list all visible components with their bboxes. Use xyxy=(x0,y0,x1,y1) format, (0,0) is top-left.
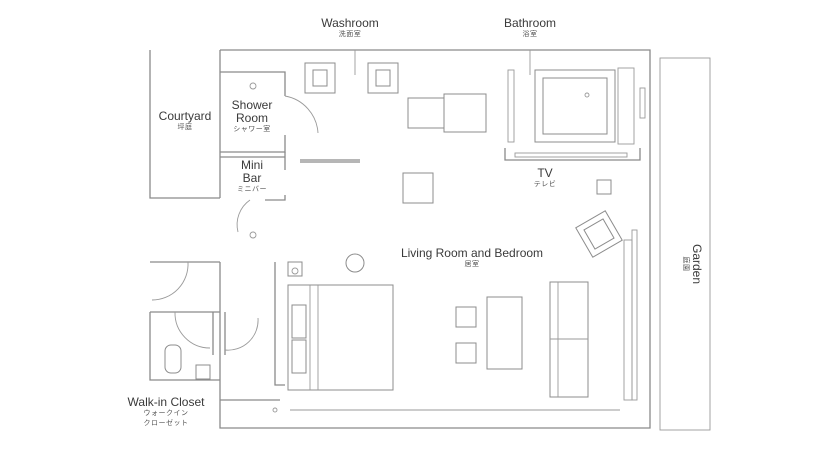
garden-area xyxy=(659,57,711,431)
washroom-bench xyxy=(407,93,487,133)
walk-in-closet-label-jp2: クローゼット xyxy=(143,420,189,427)
garden-label-en: Garden xyxy=(690,243,704,285)
mini-bar-label-jp: ミニバー xyxy=(237,186,267,193)
tv-label-en: TV xyxy=(537,166,553,180)
mini-bar-fixture xyxy=(249,231,257,239)
garden-label-jp: 庭園 xyxy=(682,256,689,272)
outer-walls xyxy=(149,49,651,429)
mini-bar-label-en2: Bar xyxy=(242,171,262,185)
partitions xyxy=(150,71,641,411)
washroom-label-en: Washroom xyxy=(321,16,379,30)
walk-in-closet-label: Walk-in Closet ウォークイン クローゼット xyxy=(118,396,214,429)
walk-in-closet-label-en: Walk-in Closet xyxy=(127,395,205,409)
garden-label: Garden 庭園 xyxy=(679,229,704,299)
mini-bar-label-en1: Mini xyxy=(240,158,263,172)
shower-room-label-en1: Shower xyxy=(231,98,273,112)
living-bedroom-label-en: Living Room and Bedroom xyxy=(400,246,544,260)
washroom-label-jp: 洗面室 xyxy=(338,31,362,38)
garden-window xyxy=(623,229,638,401)
courtyard-label: Courtyard 坪庭 xyxy=(146,110,224,133)
tv-label: TV テレビ xyxy=(525,167,565,190)
armchair xyxy=(575,210,623,258)
shower-room-label-jp: シャワー室 xyxy=(233,126,271,133)
living-bedroom-label-jp: 居室 xyxy=(464,261,480,268)
bathtub xyxy=(507,50,646,145)
bathroom-label: Bathroom 浴室 xyxy=(480,17,580,40)
sofa xyxy=(549,281,589,398)
coffee-table-set xyxy=(455,296,523,370)
shower-head xyxy=(249,82,257,90)
washroom-label: Washroom 洗面室 xyxy=(300,17,400,40)
tv-label-jp: テレビ xyxy=(533,181,557,188)
living-bedroom-label: Living Room and Bedroom 居室 xyxy=(392,247,552,270)
floor-lamp xyxy=(345,253,365,273)
washroom-sinks xyxy=(304,50,399,94)
bathroom-label-jp: 浴室 xyxy=(522,31,538,38)
bed xyxy=(287,261,394,391)
courtyard-label-jp: 坪庭 xyxy=(177,124,193,131)
tv-unit xyxy=(402,152,628,204)
walk-in-closet-label-jp1: ウォークイン xyxy=(143,410,189,417)
bathroom-label-en: Bathroom xyxy=(503,16,557,30)
closet-fixtures xyxy=(164,344,278,413)
shower-room-label: Shower Room シャワー室 xyxy=(222,99,282,135)
door-swings xyxy=(151,95,319,351)
courtyard-label-en: Courtyard xyxy=(158,109,212,123)
mini-bar-label: Mini Bar ミニバー xyxy=(222,159,282,195)
shower-room-label-en2: Room xyxy=(235,111,268,125)
